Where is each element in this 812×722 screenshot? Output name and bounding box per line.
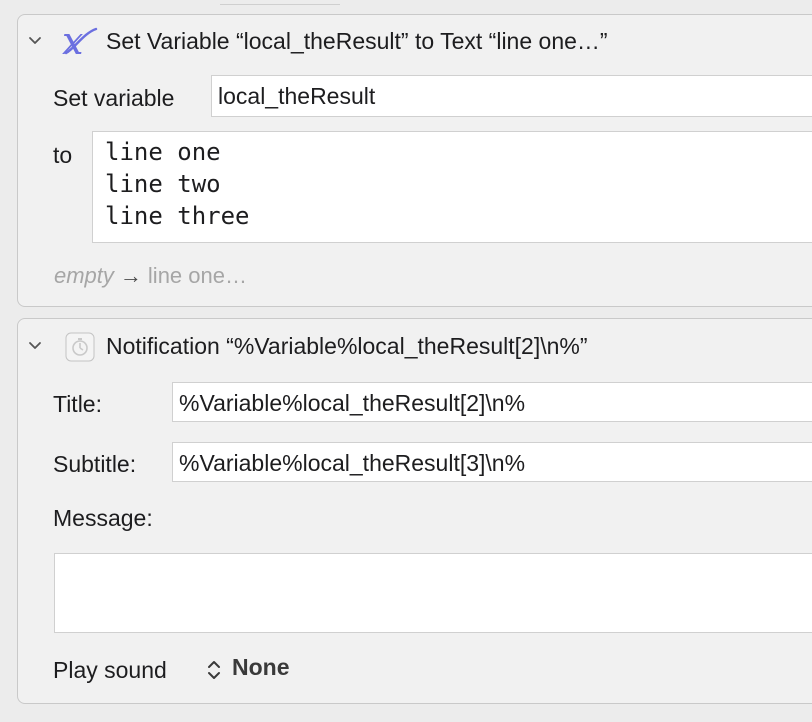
subtitle-label: Subtitle: <box>53 451 137 477</box>
result-preview: empty→line one… <box>54 263 247 289</box>
message-label: Message: <box>53 505 153 531</box>
previous-action-edge <box>0 0 812 10</box>
notification-title: Notification “%Variable%local_theResult[… <box>106 333 588 359</box>
text-line: line two <box>105 170 221 198</box>
set-variable-action: x Set Variable “local_theResult” to Text… <box>17 14 812 307</box>
variable-x-icon: x <box>62 23 98 61</box>
notification-title-input[interactable]: %Variable%local_theResult[2]\n% <box>172 382 812 422</box>
text-value-textarea[interactable]: line one line two line three <box>92 131 812 243</box>
text-line: line one <box>105 138 221 166</box>
notification-message-input[interactable] <box>54 553 812 633</box>
set-variable-label: Set variable <box>53 85 175 111</box>
notification-action: Notification “%Variable%local_theResult[… <box>17 318 812 704</box>
play-sound-value: None <box>232 654 290 680</box>
set-variable-title: Set Variable “local_theResult” to Text “… <box>106 28 608 54</box>
to-label: to <box>53 142 73 168</box>
notification-header: Notification “%Variable%local_theResult[… <box>18 319 812 371</box>
chevron-down-icon[interactable] <box>28 34 42 48</box>
preview-empty-label: empty <box>54 263 114 288</box>
text-line: line three <box>105 202 250 230</box>
preview-result: line one… <box>147 263 247 288</box>
notification-icon <box>65 332 95 362</box>
play-sound-label: Play sound <box>53 657 167 683</box>
up-down-chevron-icon <box>208 661 220 679</box>
chevron-down-icon[interactable] <box>28 339 42 353</box>
set-variable-header: x Set Variable “local_theResult” to Text… <box>18 15 812 67</box>
title-label: Title: <box>53 391 102 417</box>
notification-subtitle-input[interactable]: %Variable%local_theResult[3]\n% <box>172 442 812 482</box>
arrow-right-icon: → <box>119 263 142 288</box>
variable-name-input[interactable]: local_theResult <box>211 75 812 117</box>
